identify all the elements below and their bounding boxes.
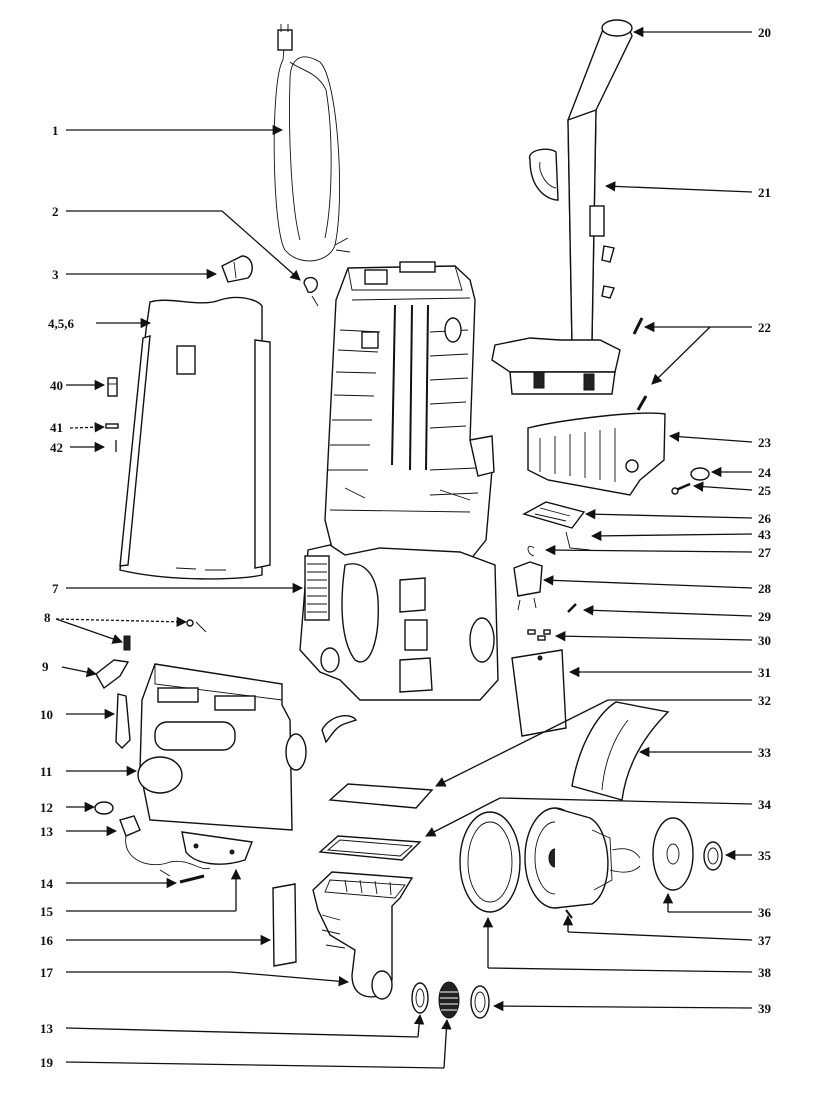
callout-23: 23 (758, 435, 772, 450)
callout-36: 36 (758, 905, 772, 920)
rubber-strap-part (321, 714, 358, 744)
callout-19: 19 (40, 1055, 54, 1070)
leader-lines (55, 26, 753, 1069)
callout-38: 38 (758, 965, 772, 980)
lower-housing-part (299, 544, 499, 701)
motor-disc-part (652, 817, 694, 891)
callout-31: 31 (758, 665, 771, 680)
callout-13: 13 (40, 824, 54, 839)
callout-26: 26 (758, 511, 772, 526)
small-rings-part (411, 981, 490, 1019)
callout-30: 30 (758, 633, 771, 648)
motor-cap-part (703, 841, 723, 871)
callout-24: 24 (758, 465, 772, 480)
callout-27: 27 (758, 545, 772, 560)
callout-2: 2 (52, 204, 59, 219)
screw-part-29 (567, 603, 577, 613)
callout-10: 10 (40, 707, 53, 722)
callout-9: 9 (42, 659, 49, 674)
nozzle-duct-part (312, 871, 414, 1000)
callout-1: 1 (52, 123, 59, 138)
callout-16: 16 (40, 933, 54, 948)
callout-11: 11 (40, 764, 52, 779)
callout-40: 40 (50, 378, 63, 393)
screw-parts-22 (632, 317, 648, 411)
indicator-parts (105, 377, 119, 452)
switch-block-part (513, 561, 543, 611)
clip-pair-part (527, 629, 551, 641)
rear-housing-part (527, 412, 666, 496)
main-housing-part (324, 261, 495, 561)
nut-screw-parts (671, 467, 710, 495)
pin-part (159, 869, 205, 884)
bag-cover-part (119, 296, 271, 580)
callout-4-5-6: 4,5,6 (48, 316, 75, 331)
power-cord-part (273, 24, 351, 262)
cord-clip-part (221, 255, 253, 283)
knob-part (94, 801, 114, 815)
cord-hook-part (303, 276, 319, 307)
callout-34: 34 (758, 797, 772, 812)
filter-stack-part (318, 783, 434, 861)
screw-parts-8 (123, 619, 207, 651)
callout-29: 29 (758, 609, 772, 624)
callout-8: 8 (44, 610, 51, 625)
callout-labels: 1 2 3 4,5,6 40 41 42 7 8 9 10 11 12 13 1… (40, 25, 772, 1070)
filter-housing-part (137, 663, 307, 831)
callout-35: 35 (758, 848, 772, 863)
bottom-cover-part (181, 831, 253, 865)
motor-gasket-part (459, 811, 521, 913)
latch-part (95, 659, 130, 690)
callout-42: 42 (50, 440, 63, 455)
callout-43: 43 (758, 527, 772, 542)
callout-18: 13 (40, 1021, 54, 1036)
callout-25: 25 (758, 483, 772, 498)
callout-3: 3 (52, 267, 59, 282)
upper-handle-part (491, 19, 633, 395)
callout-14: 14 (40, 876, 54, 891)
curved-shield-part (571, 701, 670, 801)
callout-7: 7 (52, 581, 59, 596)
callout-20: 20 (758, 25, 771, 40)
side-panel-part (511, 649, 567, 737)
side-handle-part (115, 693, 131, 749)
callout-33: 33 (758, 745, 772, 760)
callout-37: 37 (758, 933, 772, 948)
callout-15: 15 (40, 904, 54, 919)
callout-21: 21 (758, 185, 771, 200)
callout-17: 17 (40, 965, 54, 980)
callout-32: 32 (758, 693, 771, 708)
callout-28: 28 (758, 581, 772, 596)
door-flap-part (522, 501, 591, 551)
small-clip-part (527, 545, 535, 557)
motor-part (524, 807, 641, 919)
callout-22: 22 (758, 320, 771, 335)
callout-39: 39 (758, 1001, 772, 1016)
callout-12: 12 (40, 800, 53, 815)
callout-41: 41 (50, 420, 63, 435)
filter-pad-part (272, 883, 297, 967)
